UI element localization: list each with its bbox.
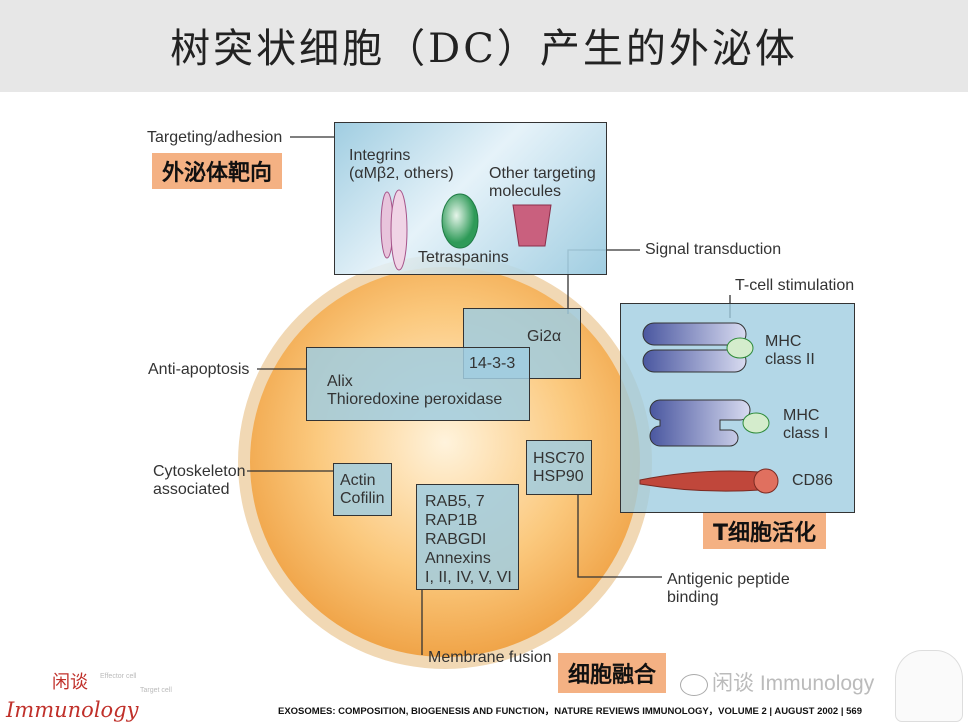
cat-mascot-icon: [895, 650, 963, 722]
label-binding: binding: [667, 589, 719, 606]
cn-label-fusion: 细胞融合: [558, 653, 667, 693]
label-mhc1: MHC: [783, 407, 820, 424]
label-hsc70: HSC70: [533, 450, 585, 467]
label-signal: Signal transduction: [645, 241, 782, 258]
label-mhc2-class: class II: [765, 351, 815, 368]
cn-label-tcell: T细胞活化: [703, 513, 827, 549]
label-other-targeting-2: molecules: [489, 183, 562, 200]
label-hsp90: HSP90: [533, 468, 584, 485]
slide-title: 树突状细胞（DC）产生的外泌体: [170, 26, 798, 72]
targeting-molecule-icon: [512, 204, 552, 247]
label-integrins: Integrins: [349, 147, 411, 164]
label-cytoskeleton: Cytoskeleton: [153, 463, 246, 480]
watermark-right: 闲谈 Immunology: [712, 672, 875, 695]
label-membrane-fusion: Membrane fusion: [428, 649, 552, 666]
label-targeting: Targeting/adhesion: [147, 129, 283, 146]
label-cofilin: Cofilin: [340, 490, 385, 507]
label-mhc1-class: class I: [783, 425, 829, 442]
label-rab: I, II, IV, V, VI: [425, 569, 512, 586]
rab-box: [416, 484, 519, 590]
hsc-box: [526, 440, 592, 495]
label-associated: associated: [153, 481, 230, 498]
cn-label-targeting: 外泌体靶向: [152, 153, 283, 189]
label-rab: Annexins: [425, 550, 491, 567]
alix-box: [306, 347, 530, 421]
label-rab: RABGDI: [425, 531, 487, 548]
label-cd86: CD86: [792, 472, 833, 489]
tetraspanin-icon: [441, 193, 479, 249]
label-actin: Actin: [340, 472, 376, 489]
label-rab: RAB5, 7: [425, 493, 485, 510]
rab-list: RAB5, 7 RAP1B RABGDI Annexins I, II, IV,…: [425, 492, 512, 587]
integrin-icon: [390, 189, 408, 271]
label-mhc2: MHC: [765, 333, 802, 350]
watermark-target: Target cell: [140, 687, 172, 694]
label-rab: RAP1B: [425, 512, 478, 529]
watermark-effector: Effector cell: [100, 673, 137, 680]
citation-footer: EXOSOMES: COMPOSITION, BIOGENESIS AND FU…: [278, 706, 863, 717]
wechat-icon: [680, 674, 708, 696]
watermark-left-en: Immunology: [6, 698, 139, 722]
watermark-left-cn: 闲谈: [52, 672, 88, 693]
label-integrins-sub: (αMβ2, others): [349, 165, 454, 182]
cd86-icon: [639, 468, 779, 494]
label-other-targeting: Other targeting: [489, 165, 596, 182]
label-thioredoxine: Thioredoxine peroxidase: [327, 391, 503, 408]
title-bar: [0, 0, 968, 92]
label-14-3-3: 14-3-3: [469, 355, 516, 372]
label-antigenic: Antigenic peptide: [667, 571, 790, 588]
label-tetraspanins: Tetraspanins: [418, 249, 509, 266]
label-gi2a: Gi2α: [527, 328, 562, 345]
label-alix: Alix: [327, 373, 353, 390]
leader-lines: [247, 136, 731, 655]
actin-box: [333, 463, 392, 516]
label-anti-apoptosis: Anti-apoptosis: [148, 361, 250, 378]
label-tcell: T-cell stimulation: [735, 277, 855, 294]
mhc-class-ii-icon: [642, 322, 754, 373]
mhc-class-i-icon: [649, 399, 770, 447]
